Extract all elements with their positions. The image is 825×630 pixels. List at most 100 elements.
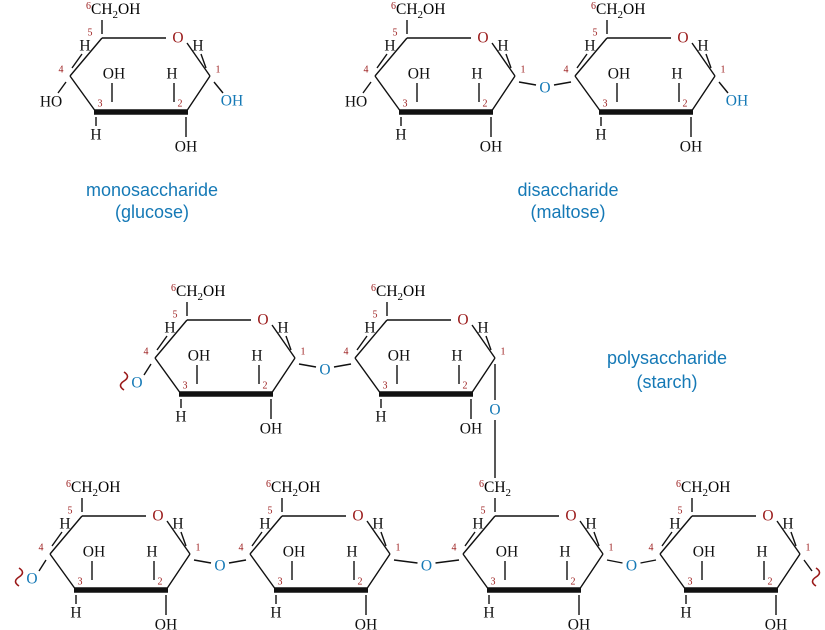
bond-glycosidic-o-c4 [435,559,460,564]
ring-oxygen: O [565,508,576,525]
c2-hydroxyl-down: OH [460,421,482,438]
locant-4: 4 [239,543,244,554]
caption-disaccharide-example: (maltose) [530,202,605,222]
c2-hydroxyl-down: OH [765,617,787,630]
bond-ring-o-c1 [776,520,801,555]
bond-c1-c2 [775,553,801,591]
bond-c1-glycosidic-o [193,559,212,564]
c1-hydrogen: H [277,320,288,337]
bond-glycosidic-o-c4 [553,81,572,86]
bond-c4-c5 [69,37,103,77]
bond-c1-glycosidic-o [298,363,317,368]
c2-hydroxyl-down: OH [480,139,502,156]
c3-hydroxyl: OH [496,544,518,561]
locant-5: 5 [593,28,598,39]
locant-5: 5 [393,28,398,39]
c4-hydrogen: H [259,516,270,533]
caption-monosaccharide-example: (glucose) [115,202,189,222]
bond-c4-c5 [462,515,496,555]
ring-oxygen: O [477,30,488,47]
glycosidic-bond-starch-bot-1-starch-bot-2: O [193,558,247,575]
ring-oxygen: O [152,508,163,525]
c4-hydrogen: H [364,320,375,337]
bond-c1-c2 [270,357,296,395]
bond-c3-c4 [354,357,382,395]
bond-c1-h [200,53,207,69]
bond-c1-c2 [690,75,716,113]
c2-hydroxyl-down: OH [175,139,197,156]
c3-hydroxyl: OH [408,66,430,83]
locant-2: 2 [683,99,688,110]
c3-hydrogen-down: H [595,127,606,144]
bond-c1-glycosidic-o [518,81,537,86]
chain-continuation-squiggle [811,567,821,587]
bond-c4-h [576,53,588,69]
bond-ring-o-c1 [471,324,496,359]
locant-5: 5 [268,506,273,517]
locant-1: 1 [806,543,811,554]
bond-c3-c4 [374,75,402,113]
c2-hydrogen: H [756,544,767,561]
c1-hydrogen: H [172,516,183,533]
bond-c3-c4 [659,553,687,591]
glycosidic-bond-starch-mid-1-starch-mid-2: O [298,362,352,379]
caption-monosaccharide-name: monosaccharide [86,180,218,200]
bond-glycosidic-o-c4 [640,559,657,564]
locant-3: 3 [278,577,283,588]
locant-1: 1 [609,543,614,554]
ring-oxygen: O [762,508,773,525]
c6-hydroxymethyl-label: 6CH2OH [591,1,645,21]
c3-hydroxyl: OH [103,66,125,83]
bond-c1-glycosidic-o [606,559,623,564]
c2-hydroxyl-down: OH [260,421,282,438]
bond-ring-o-c1 [579,520,604,555]
c2-hydroxyl-down: OH [155,617,177,630]
c4-hydrogen: H [384,38,395,55]
bond-c4-h [464,531,476,547]
locant-1: 1 [216,65,221,76]
c6-hydroxymethyl-label: 6CH2OH [266,479,320,499]
bond-c4-h [71,53,83,69]
c1-hydrogen: H [372,516,383,533]
bond-glycosidic-o-c4 [333,363,352,368]
chain-oxygen: O [131,375,142,392]
caption-polysaccharide-name: polysaccharide [607,348,727,368]
c3-hydrogen-down: H [395,127,406,144]
locant-5: 5 [68,506,73,517]
locant-1: 1 [521,65,526,76]
c2-hydrogen: H [146,544,157,561]
bond-c1-oh [718,81,729,94]
c3-hydrogen-down: H [375,409,386,426]
locant-4: 4 [452,543,457,554]
locant-3: 3 [98,99,103,110]
c2-hydrogen: H [559,544,570,561]
c6-methylene-label: 6CH2 [479,479,511,499]
c4-hydrogen: H [584,38,595,55]
locant-5: 5 [173,310,178,321]
bond-c1-oh [213,81,224,94]
bond-c4-c5 [574,37,608,77]
locant-1: 1 [721,65,726,76]
c6-hydroxymethyl-label: 6CH2OH [86,1,140,21]
bond-c4-c5 [374,37,408,77]
bond-c3-c4 [49,553,77,591]
c2-hydrogen: H [251,348,262,365]
locant-4: 4 [144,347,149,358]
bond-c1-h [380,531,387,547]
bond-c4-oh [362,81,372,94]
bond-c4-c5 [249,515,283,555]
c1-anomeric-hydroxyl: OH [726,93,748,110]
bond-c1-h [593,531,600,547]
bond-c3-c4 [574,75,602,113]
bond-c1-h [705,53,712,69]
bond-c3-c4 [154,357,182,395]
c6-hydroxymethyl-label: 6CH2OH [66,479,120,499]
bond-c1-chain [803,559,813,572]
c3-hydroxyl: OH [188,348,210,365]
bond-c4-chain-o [143,363,152,376]
